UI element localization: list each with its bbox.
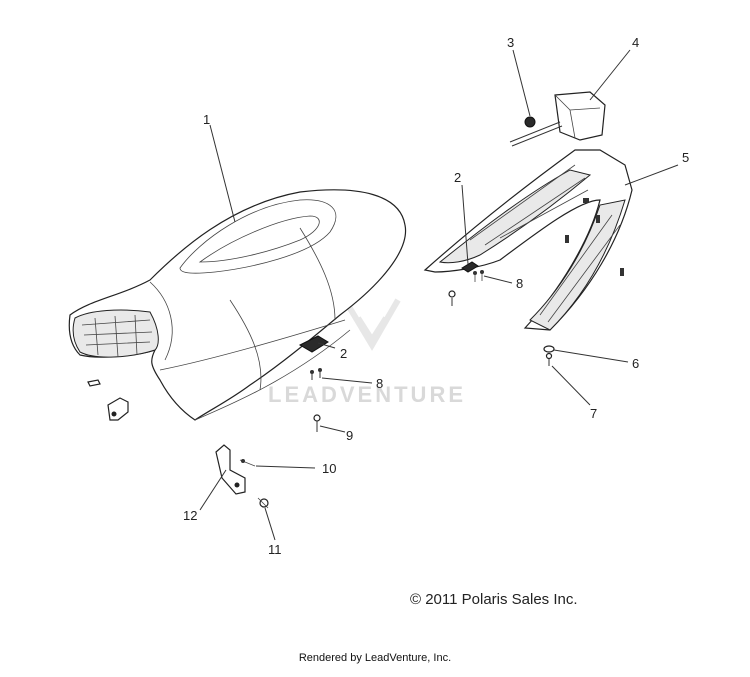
callout-10: 10: [322, 461, 336, 476]
callout-3: 3: [507, 35, 514, 50]
screws-right: [448, 270, 484, 306]
callout-9: 9: [346, 428, 353, 443]
bracket-12-part: [215, 444, 269, 509]
callout-4: 4: [632, 35, 639, 50]
callout-2-seat: 2: [340, 346, 347, 361]
callout-labels: 1 2 2 3 4 5 6 7 8 8 9 10 11 12: [183, 35, 689, 557]
callout-12: 12: [183, 508, 197, 523]
footer-text: Rendered by LeadVenture, Inc.: [298, 652, 452, 664]
watermark-logo: [342, 298, 401, 351]
callout-11: 11: [268, 542, 282, 557]
watermark-text: LEADVENTURE: [268, 382, 466, 407]
bracket-left: [87, 379, 129, 421]
callout-1: 1: [203, 112, 210, 127]
screws-seat: [310, 368, 322, 432]
callout-2-pad: 2: [454, 170, 461, 185]
callout-6: 6: [632, 356, 639, 371]
clip-right: [461, 261, 479, 273]
storage-box-part: [509, 91, 606, 147]
seat-part: [68, 189, 407, 421]
callout-7: 7: [590, 406, 597, 421]
washer-bolt-6-7: [543, 345, 555, 366]
pad-part: [423, 149, 633, 331]
copyright-text: © 2011 Polaris Sales Inc.: [410, 591, 578, 608]
callout-8-seat: 8: [376, 376, 383, 391]
callout-5: 5: [682, 150, 689, 165]
bolt-part: [524, 116, 536, 128]
callout-8-pad: 8: [516, 276, 523, 291]
leader-lines: [199, 49, 679, 541]
